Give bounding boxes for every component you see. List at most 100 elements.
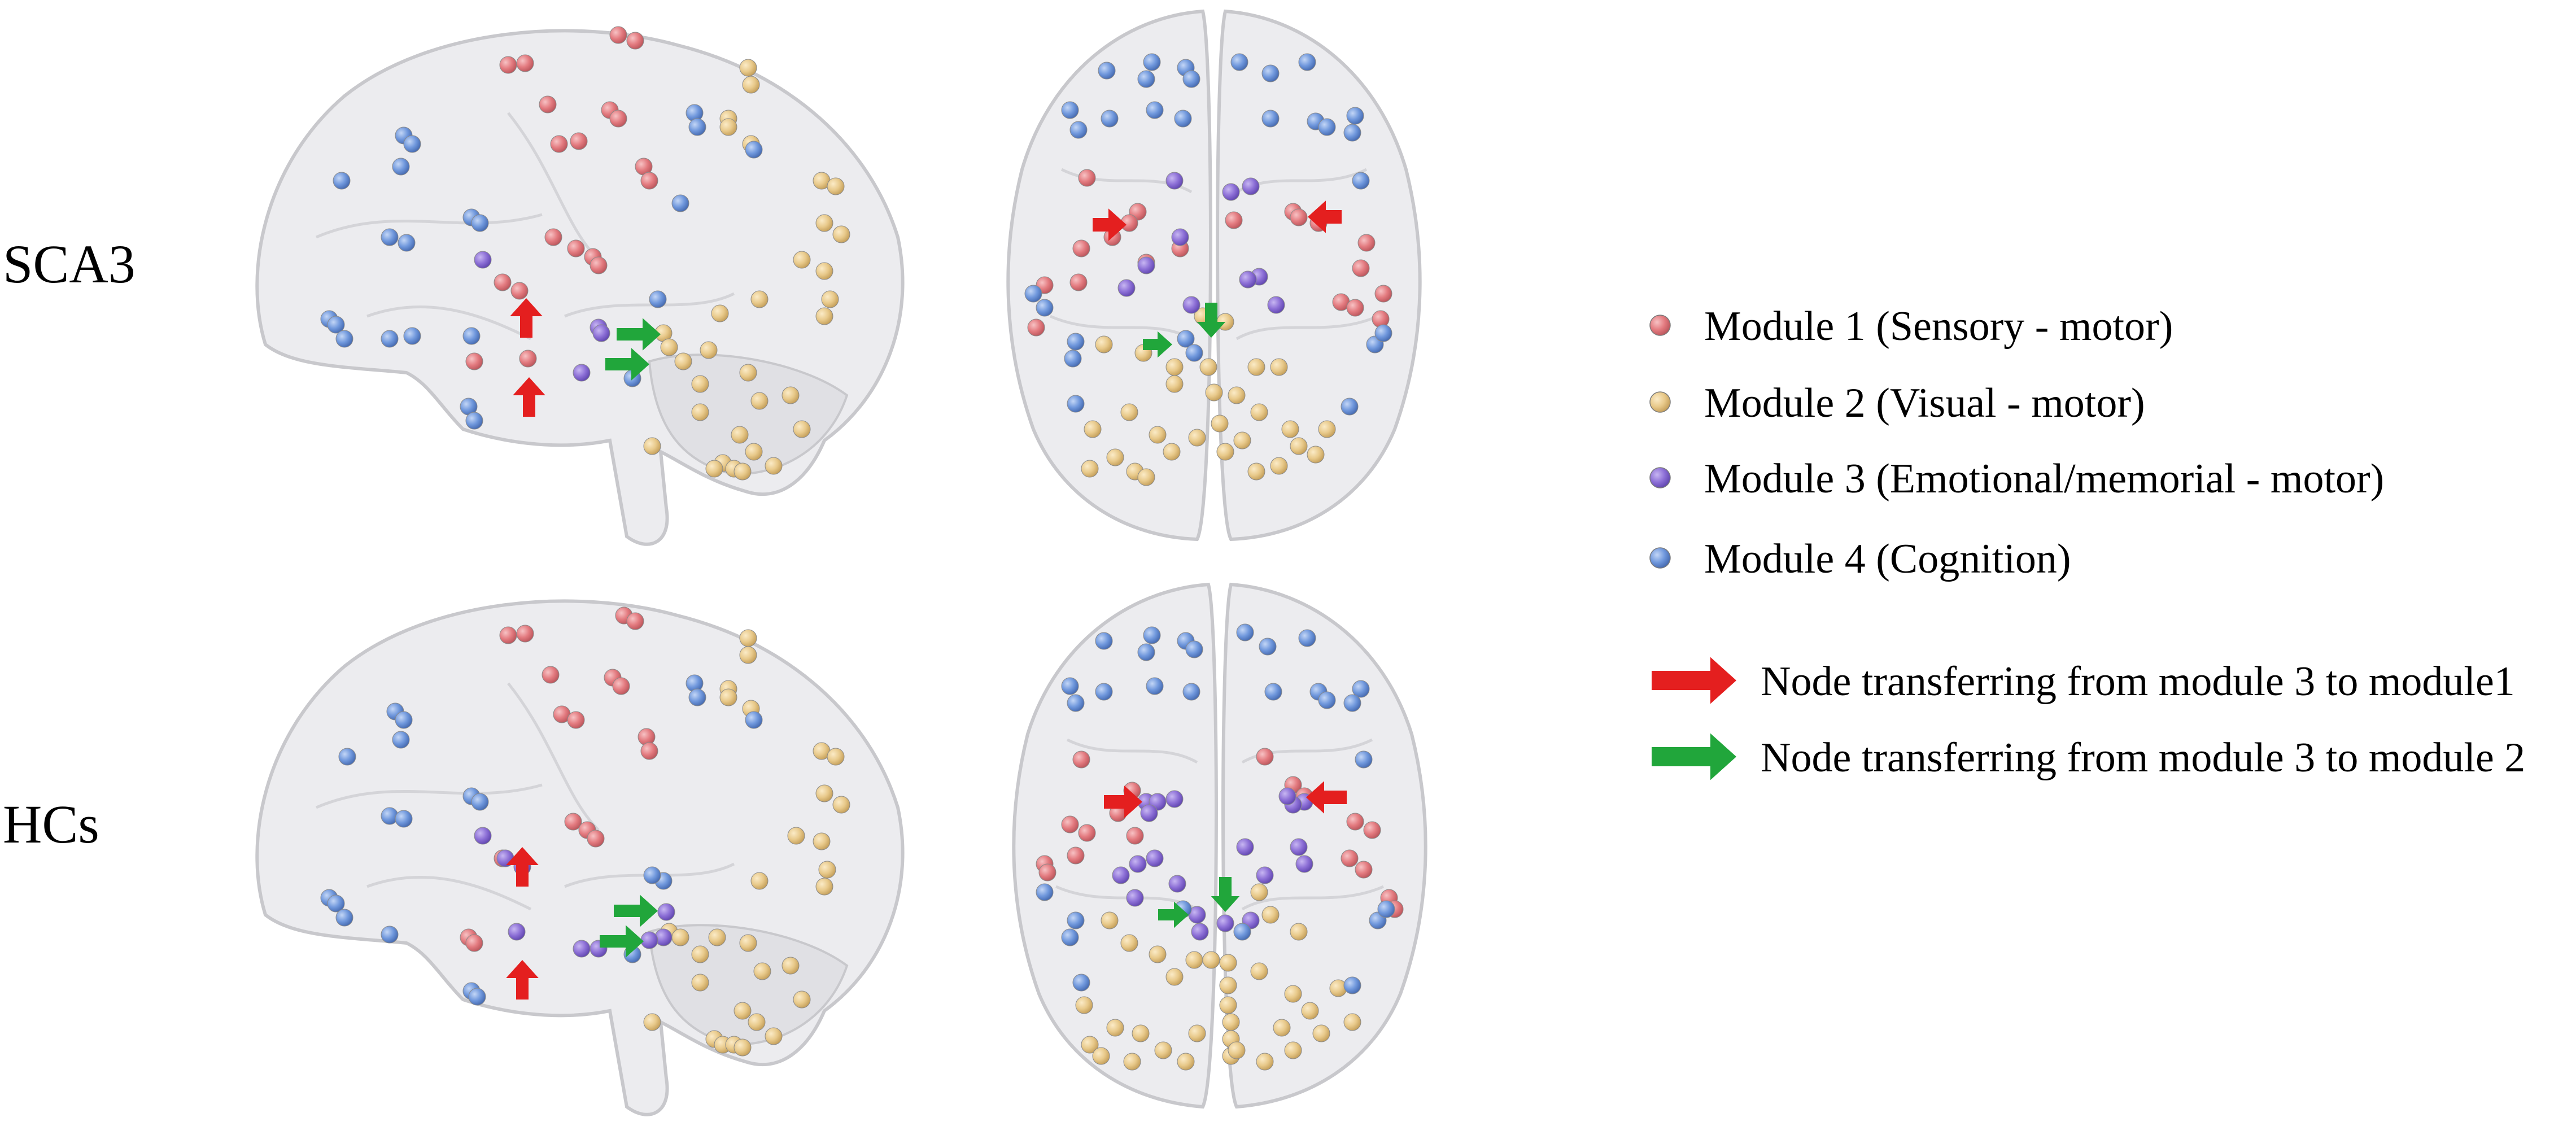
node-module3-hcs-137	[1146, 849, 1164, 867]
node-module1-hcs-3	[626, 612, 644, 630]
node-module1-sca3-93	[1352, 259, 1370, 277]
node-module2-sca3-98	[1095, 335, 1113, 353]
node-module2-sca3-40	[739, 364, 757, 382]
node-module4-sca3-68	[649, 290, 667, 308]
node-module2-hcs-18	[739, 646, 757, 664]
node-module1-sca3-85	[1027, 318, 1045, 337]
node-module4-sca3-67	[398, 234, 416, 252]
node-module3-hcs-56	[657, 903, 675, 921]
node-module4-sca3-77	[465, 412, 483, 430]
node-module4-hcs-59	[395, 711, 413, 729]
node-module3-hcs-142	[1126, 889, 1144, 907]
node-module1-sca3-16	[510, 282, 529, 300]
node-module4-sca3-160	[1374, 324, 1392, 342]
node-module1-sca3-2	[609, 26, 627, 44]
node-module1-sca3-88	[1225, 211, 1243, 229]
legend-module2-marker	[1649, 391, 1671, 413]
node-module2-sca3-123	[1233, 431, 1251, 449]
legend: Module 1 (Sensory - motor)Module 2 (Visu…	[1649, 303, 2525, 781]
brain-right-hemisphere-sca3	[1216, 9, 1422, 542]
node-module4-sca3-165	[1185, 344, 1203, 362]
node-module4-sca3-62	[745, 141, 763, 159]
node-module2-sca3-37	[700, 341, 718, 359]
node-module3-hcs-51	[508, 923, 526, 941]
node-module2-hcs-127	[1343, 1013, 1361, 1031]
node-module4-sca3-161	[1064, 350, 1082, 368]
node-module2-sca3-32	[750, 290, 769, 308]
node-module3-sca3-129	[1171, 228, 1189, 246]
node-module2-hcs-41	[748, 1013, 766, 1031]
node-module4-hcs-160	[1259, 638, 1277, 656]
node-module4-sca3-139	[1143, 53, 1161, 71]
node-module1-hcs-82	[1067, 846, 1085, 865]
node-module4-hcs-68	[395, 810, 413, 828]
node-module2-sca3-116	[1250, 403, 1268, 421]
node-module3-hcs-132	[1140, 804, 1158, 822]
node-module4-sca3-61	[688, 118, 706, 136]
node-module4-hcs-158	[1185, 640, 1203, 658]
node-module1-sca3-10	[640, 172, 658, 190]
node-module1-sca3-7	[550, 135, 568, 153]
node-module2-hcs-114	[1177, 1053, 1195, 1071]
node-module2-sca3-101	[1165, 375, 1184, 393]
brain-sagittal-sca3	[255, 29, 905, 546]
node-module1-hcs-81	[1061, 815, 1079, 833]
legend-module1-marker	[1649, 315, 1671, 336]
brain-outline-sagittal-hcs	[255, 599, 905, 1116]
node-module4-hcs-69	[643, 866, 661, 884]
node-module1-hcs-92	[1355, 861, 1373, 879]
node-module2-sca3-121	[1270, 457, 1288, 475]
node-module2-sca3-122	[1247, 462, 1265, 481]
node-module3-hcs-139	[1290, 838, 1308, 856]
node-module3-sca3-137	[1267, 296, 1285, 314]
node-module1-sca3-94	[1374, 285, 1392, 303]
node-module4-hcs-171	[1377, 900, 1395, 918]
node-module2-sca3-117	[1281, 420, 1299, 438]
node-module1-hcs-10	[640, 742, 658, 760]
node-module3-sca3-52	[474, 251, 492, 269]
node-module3-hcs-145	[1216, 914, 1234, 932]
node-module2-sca3-36	[674, 352, 692, 370]
node-module2-hcs-110	[1106, 1019, 1124, 1037]
node-module2-hcs-26	[787, 827, 805, 845]
node-module1-sca3-82	[1072, 239, 1090, 258]
node-module2-sca3-41	[750, 392, 769, 410]
node-module4-sca3-74	[462, 327, 481, 345]
node-module2-sca3-107	[1149, 426, 1167, 444]
node-module1-hcs-90	[1363, 821, 1381, 839]
node-module3-hcs-52	[573, 940, 591, 958]
node-module1-sca3-15	[494, 273, 512, 291]
node-module3-hcs-143	[1168, 875, 1186, 893]
node-module2-hcs-40	[733, 1002, 752, 1020]
node-module2-sca3-115	[1270, 358, 1288, 376]
node-module1-hcs-13	[587, 830, 605, 848]
node-module4-hcs-152	[1137, 643, 1155, 661]
node-module4-sca3-63	[671, 194, 689, 212]
node-module3-hcs-147	[1191, 923, 1209, 941]
node-module2-sca3-39	[691, 403, 709, 421]
node-module4-sca3-65	[471, 214, 489, 232]
node-module2-hcs-24	[815, 784, 833, 802]
node-module1-hcs-16	[465, 934, 483, 952]
node-module1-sca3-14	[590, 256, 608, 274]
node-module4-sca3-154	[1346, 107, 1364, 125]
node-module2-hcs-107	[1188, 1024, 1206, 1042]
node-module2-sca3-19	[739, 59, 757, 77]
node-module2-hcs-34	[691, 945, 709, 963]
brain-right-hemisphere-hcs	[1221, 582, 1427, 1109]
node-module2-sca3-124	[1216, 443, 1234, 461]
node-module1-sca3-0	[499, 56, 517, 74]
node-module2-sca3-45	[745, 443, 763, 461]
green-transfer-arrow-6	[1143, 331, 1172, 358]
node-module2-hcs-128	[1075, 996, 1093, 1014]
legend-module1-label: Module 1 (Sensory - motor)	[1704, 303, 2173, 350]
node-module2-hcs-25	[832, 796, 850, 814]
node-module4-sca3-147	[1182, 70, 1200, 88]
legend-red-arrow-icon	[1652, 657, 1736, 704]
green-transfer-arrow-7	[1197, 303, 1226, 338]
node-module2-sca3-118	[1290, 437, 1308, 455]
node-module3-hcs-55	[640, 931, 658, 949]
node-module2-hcs-109	[1132, 1024, 1150, 1042]
node-module2-hcs-116	[1290, 923, 1308, 941]
node-module4-hcs-153	[1067, 694, 1085, 712]
